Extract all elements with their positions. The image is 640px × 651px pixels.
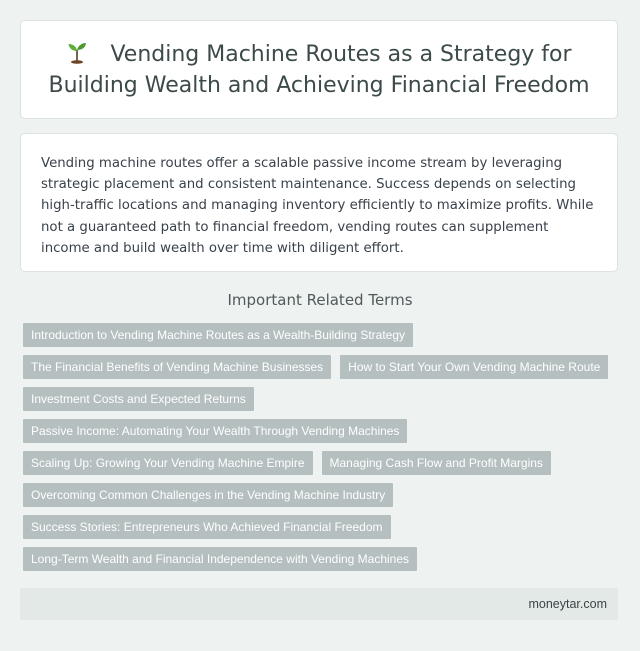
related-term-tag[interactable]: Success Stories: Entrepreneurs Who Achie… <box>23 515 391 539</box>
related-term-tag[interactable]: The Financial Benefits of Vending Machin… <box>23 355 332 379</box>
tag-row: The Financial Benefits of Vending Machin… <box>23 355 623 379</box>
related-term-tag[interactable]: Scaling Up: Growing Your Vending Machine… <box>23 451 313 475</box>
footer-site-link[interactable]: moneytar.com <box>528 597 607 611</box>
tag-row: Introduction to Vending Machine Routes a… <box>23 323 623 347</box>
summary-text: Vending machine routes offer a scalable … <box>41 156 594 256</box>
related-term-tag[interactable]: Passive Income: Automating Your Wealth T… <box>23 419 408 443</box>
related-term-tag[interactable]: Long-Term Wealth and Financial Independe… <box>23 547 418 571</box>
page-title: Vending Machine Routes as a Strategy for… <box>21 39 617 101</box>
related-term-tag[interactable]: Investment Costs and Expected Returns <box>23 387 254 411</box>
tag-row: Passive Income: Automating Your Wealth T… <box>23 419 623 443</box>
tag-row: Success Stories: Entrepreneurs Who Achie… <box>23 515 623 539</box>
related-term-tag[interactable]: Introduction to Vending Machine Routes a… <box>23 323 414 347</box>
page-title-text: Vending Machine Routes as a Strategy for… <box>48 41 590 98</box>
footer: moneytar.com <box>20 588 618 620</box>
tag-row: Overcoming Common Challenges in the Vend… <box>23 483 623 507</box>
related-term-tag[interactable]: How to Start Your Own Vending Machine Ro… <box>340 355 609 379</box>
title-card: Vending Machine Routes as a Strategy for… <box>20 20 618 119</box>
tag-row: Long-Term Wealth and Financial Independe… <box>23 547 623 571</box>
related-terms-list: Introduction to Vending Machine Routes a… <box>23 323 623 579</box>
tag-row: Scaling Up: Growing Your Vending Machine… <box>23 451 623 475</box>
related-term-tag[interactable]: Overcoming Common Challenges in the Vend… <box>23 483 394 507</box>
tag-row: Investment Costs and Expected Returns <box>23 387 623 411</box>
related-terms-heading: Important Related Terms <box>227 291 413 309</box>
sprout-icon <box>68 42 87 64</box>
related-term-tag[interactable]: Managing Cash Flow and Profit Margins <box>321 451 551 475</box>
summary-card: Vending machine routes offer a scalable … <box>20 133 618 272</box>
